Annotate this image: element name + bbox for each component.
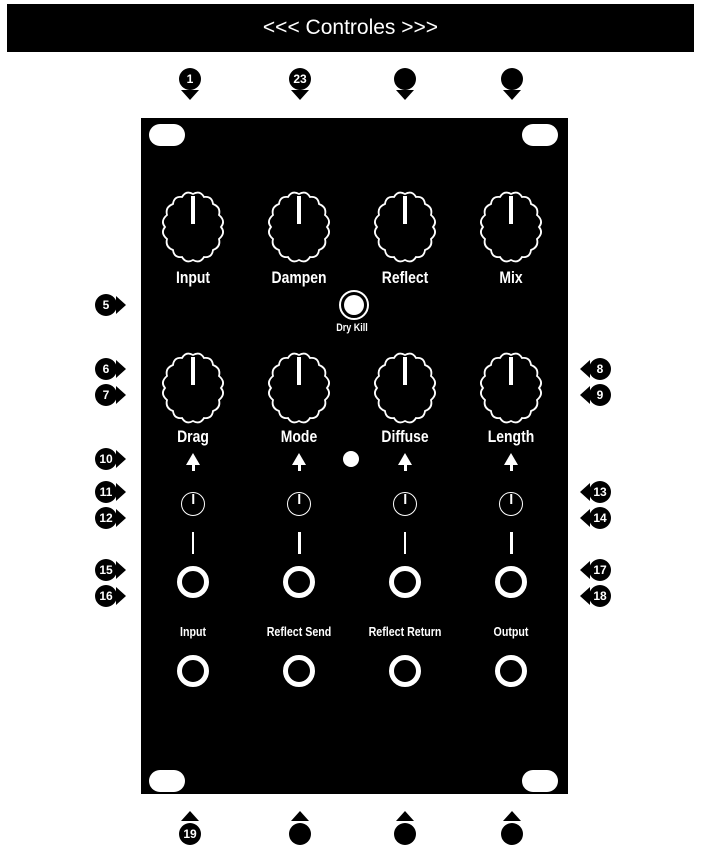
dry-kill-label: Dry Kill bbox=[336, 322, 368, 334]
callout-top-2-number: 23 bbox=[293, 72, 307, 86]
diffuse-cv-jack[interactable] bbox=[389, 566, 421, 598]
callout-left-15-number: 15 bbox=[99, 563, 113, 577]
drag-cv-jack[interactable] bbox=[177, 566, 209, 598]
mix-knob[interactable] bbox=[474, 190, 548, 264]
diffuse-cv-trim[interactable] bbox=[393, 492, 417, 516]
callout-left-16-number: 16 bbox=[99, 589, 113, 603]
cv-arrow-drag-stem bbox=[192, 465, 195, 471]
callout-right-8-number: 8 bbox=[597, 362, 604, 376]
callout-right-18-number: 18 bbox=[593, 589, 607, 603]
reflect-send-jack[interactable] bbox=[283, 655, 315, 687]
status-led bbox=[343, 451, 359, 467]
mount-hole-bottom-right bbox=[522, 770, 558, 792]
header-title: <<< Controles >>> bbox=[262, 16, 439, 39]
callout-left-5: 5 bbox=[95, 294, 126, 316]
callout-right-9: 9 bbox=[580, 384, 611, 406]
callout-bottom-19-number: 19 bbox=[183, 827, 197, 841]
callout-left-10-number: 10 bbox=[99, 452, 113, 466]
jack-label-output: Output bbox=[493, 624, 529, 639]
divider-line-mode bbox=[298, 532, 301, 554]
knob-label-diffuse: Diffuse bbox=[381, 427, 429, 446]
cv-arrow-diffuse-stem bbox=[404, 465, 407, 471]
mount-hole-top-right bbox=[522, 124, 558, 146]
callout-bottom-19: 19 bbox=[179, 811, 201, 845]
length-cv-jack[interactable] bbox=[495, 566, 527, 598]
module-panel: Input Dampen Reflect Mix Dry Kill Drag M… bbox=[141, 118, 568, 794]
callout-left-16: 16 bbox=[95, 585, 126, 607]
dry-kill-button[interactable] bbox=[339, 290, 369, 320]
jack-label-reflect-return: Reflect Return bbox=[368, 624, 442, 639]
jack-label-reflect-send: Reflect Send bbox=[266, 624, 332, 639]
mode-cv-trim[interactable] bbox=[287, 492, 311, 516]
dry-kill-button-cap bbox=[344, 295, 364, 315]
callout-bottom-22 bbox=[501, 811, 523, 845]
mode-cv-jack[interactable] bbox=[283, 566, 315, 598]
reflect-return-jack[interactable] bbox=[389, 655, 421, 687]
callout-left-7: 7 bbox=[95, 384, 126, 406]
mount-hole-bottom-left bbox=[149, 770, 185, 792]
callout-left-5-number: 5 bbox=[103, 298, 110, 312]
callout-top-1-number: 1 bbox=[187, 72, 194, 86]
callout-top-2: 23 bbox=[289, 68, 311, 100]
callout-bottom-20 bbox=[289, 811, 311, 845]
callout-left-15: 15 bbox=[95, 559, 126, 581]
callout-left-10: 10 bbox=[95, 448, 126, 470]
callout-right-13: 13 bbox=[580, 481, 611, 503]
header-banner: <<< Controles >>> bbox=[7, 4, 694, 52]
knob-label-mix: Mix bbox=[499, 268, 523, 287]
knob-label-input: Input bbox=[175, 268, 211, 287]
callout-left-6: 6 bbox=[95, 358, 126, 380]
callout-left-6-number: 6 bbox=[103, 362, 110, 376]
callout-right-13-number: 13 bbox=[593, 485, 607, 499]
callout-left-12-number: 12 bbox=[99, 511, 113, 525]
mount-hole-top-left bbox=[149, 124, 185, 146]
drag-knob[interactable] bbox=[156, 351, 230, 425]
cv-arrow-mode-stem bbox=[298, 465, 301, 471]
knob-label-mode: Mode bbox=[280, 427, 318, 446]
cv-arrow-diffuse-icon bbox=[398, 453, 412, 465]
drag-cv-trim[interactable] bbox=[181, 492, 205, 516]
length-knob[interactable] bbox=[474, 351, 548, 425]
callout-right-14-number: 14 bbox=[593, 511, 607, 525]
callout-right-17: 17 bbox=[580, 559, 611, 581]
callout-right-9-number: 9 bbox=[597, 388, 604, 402]
callout-left-7-number: 7 bbox=[103, 388, 110, 402]
callout-top-3 bbox=[394, 68, 416, 100]
diffuse-knob[interactable] bbox=[368, 351, 442, 425]
knob-label-dampen: Dampen bbox=[271, 268, 327, 287]
callout-bottom-21 bbox=[394, 811, 416, 845]
knob-label-reflect: Reflect bbox=[381, 268, 429, 287]
divider-line-length bbox=[510, 532, 513, 554]
jack-label-input: Input bbox=[179, 624, 207, 639]
callout-top-1: 1 bbox=[179, 68, 201, 100]
callout-left-11: 11 bbox=[95, 481, 126, 503]
divider-line-diffuse bbox=[404, 532, 406, 554]
knob-label-drag: Drag bbox=[177, 427, 209, 446]
cv-arrow-drag-icon bbox=[186, 453, 200, 465]
dampen-knob[interactable] bbox=[262, 190, 336, 264]
cv-arrow-mode-icon bbox=[292, 453, 306, 465]
knob-label-length: Length bbox=[487, 427, 535, 446]
input-jack[interactable] bbox=[177, 655, 209, 687]
callout-left-11-number: 11 bbox=[100, 485, 113, 499]
callout-right-8: 8 bbox=[580, 358, 611, 380]
mode-knob[interactable] bbox=[262, 351, 336, 425]
reflect-knob[interactable] bbox=[368, 190, 442, 264]
callout-right-17-number: 17 bbox=[593, 563, 607, 577]
divider-line-drag bbox=[192, 532, 194, 554]
input-knob[interactable] bbox=[156, 190, 230, 264]
callout-top-4 bbox=[501, 68, 523, 100]
output-jack[interactable] bbox=[495, 655, 527, 687]
callout-left-12: 12 bbox=[95, 507, 126, 529]
callout-right-18: 18 bbox=[580, 585, 611, 607]
callout-right-14: 14 bbox=[580, 507, 611, 529]
cv-arrow-length-icon bbox=[504, 453, 518, 465]
length-cv-trim[interactable] bbox=[499, 492, 523, 516]
cv-arrow-length-stem bbox=[510, 465, 513, 471]
